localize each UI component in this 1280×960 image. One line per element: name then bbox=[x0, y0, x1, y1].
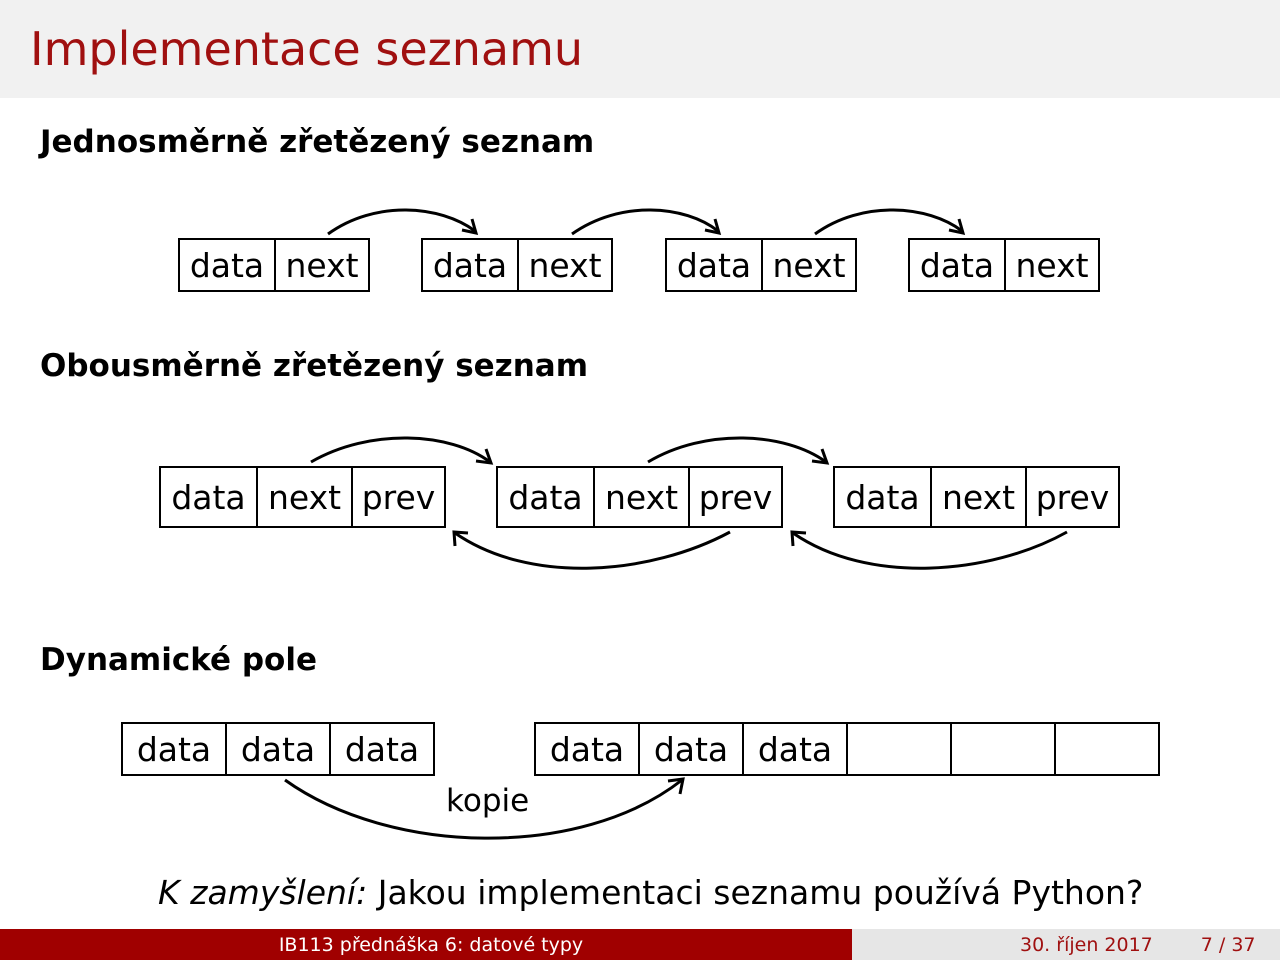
array-empty-cell bbox=[1054, 722, 1160, 776]
next-arrow bbox=[327, 208, 476, 236]
heading-singly-linked: Jednosměrně zřetězený seznam bbox=[40, 124, 595, 160]
prev-arrow bbox=[454, 530, 731, 570]
next-cell: next bbox=[593, 466, 690, 528]
arrow-head bbox=[704, 218, 722, 235]
data-cell: data bbox=[496, 466, 595, 528]
arrow-head bbox=[461, 218, 479, 235]
arrow-head bbox=[475, 448, 494, 465]
arrow-head bbox=[667, 777, 685, 795]
next-cell: next bbox=[1004, 238, 1100, 292]
arrow-head bbox=[452, 530, 469, 547]
prev-arrow bbox=[792, 530, 1068, 570]
copy-label: kopie bbox=[446, 783, 530, 819]
heading-dynamic-array: Dynamické pole bbox=[40, 642, 317, 678]
prev-cell: prev bbox=[688, 466, 783, 528]
next-cell: next bbox=[517, 238, 613, 292]
prev-cell: prev bbox=[351, 466, 446, 528]
prev-cell: prev bbox=[1025, 466, 1120, 528]
arrow-head bbox=[948, 218, 966, 235]
footer-lecture: IB113 přednáška 6: datové typy bbox=[0, 929, 852, 960]
array-cell: data bbox=[121, 722, 227, 776]
footer-date: 30. říjen 2017 bbox=[1020, 933, 1153, 956]
next-arrow bbox=[814, 208, 963, 236]
heading-doubly-linked: Obousměrně zřetězený seznam bbox=[40, 348, 589, 384]
array-cell: data bbox=[225, 722, 331, 776]
singly-node-3: data next bbox=[665, 238, 857, 292]
array-new: data data data bbox=[534, 722, 1160, 776]
footer-right: 30. říjen 2017 7 / 37 bbox=[852, 929, 1280, 960]
arrow-head bbox=[790, 530, 807, 547]
next-arrow bbox=[571, 208, 719, 236]
array-cell: data bbox=[329, 722, 435, 776]
next-arrow bbox=[310, 436, 491, 464]
next-cell: next bbox=[930, 466, 1027, 528]
data-cell: data bbox=[421, 238, 519, 292]
arrow-head bbox=[811, 448, 830, 465]
footer: IB113 přednáška 6: datové typy 30. říjen… bbox=[0, 929, 1280, 960]
doubly-node-3: data next prev bbox=[833, 466, 1120, 528]
footer-page-number: 7 / 37 bbox=[1200, 933, 1256, 956]
doubly-node-2: data next prev bbox=[496, 466, 783, 528]
data-cell: data bbox=[833, 466, 932, 528]
slide-title: Implementace seznamu bbox=[30, 22, 584, 76]
next-cell: next bbox=[256, 466, 353, 528]
data-cell: data bbox=[178, 238, 276, 292]
next-cell: next bbox=[274, 238, 370, 292]
array-empty-cell bbox=[846, 722, 952, 776]
question-text: K zamyšlení: Jakou implementaci seznamu … bbox=[158, 876, 1143, 909]
array-cell: data bbox=[534, 722, 640, 776]
doubly-node-1: data next prev bbox=[159, 466, 446, 528]
singly-node-2: data next bbox=[421, 238, 613, 292]
array-cell: data bbox=[638, 722, 744, 776]
question-body: Jakou implementaci seznamu používá Pytho… bbox=[367, 873, 1144, 912]
array-empty-cell bbox=[950, 722, 1056, 776]
next-arrow bbox=[647, 436, 827, 464]
array-cell: data bbox=[742, 722, 848, 776]
question-prefix: K zamyšlení: bbox=[158, 873, 368, 912]
data-cell: data bbox=[665, 238, 763, 292]
singly-node-4: data next bbox=[908, 238, 1100, 292]
data-cell: data bbox=[159, 466, 258, 528]
array-old: data data data bbox=[121, 722, 435, 776]
next-cell: next bbox=[761, 238, 857, 292]
singly-node-1: data next bbox=[178, 238, 370, 292]
title-bar bbox=[0, 0, 1280, 98]
data-cell: data bbox=[908, 238, 1006, 292]
